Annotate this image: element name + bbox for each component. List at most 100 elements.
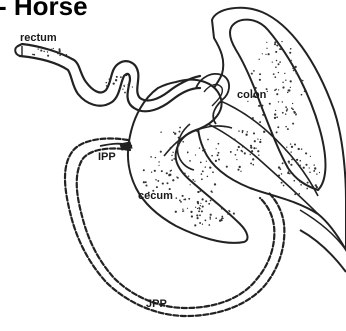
stipple-dot (208, 224, 210, 226)
stipple-dot (289, 52, 291, 54)
stipple-dot (201, 210, 203, 212)
stipple-dot (198, 207, 200, 209)
label-colon: colon (237, 89, 266, 101)
stipple-dot (200, 205, 201, 206)
stipple-dot (170, 147, 171, 148)
stipple-dot (218, 159, 220, 161)
stipple-dot (200, 203, 201, 204)
stipple-dot (253, 70, 255, 72)
stipple-dot (194, 224, 196, 226)
stipple-dot (145, 181, 147, 183)
stipple-dot (272, 61, 273, 62)
stipple-dot (259, 141, 261, 143)
stipple-dot (215, 217, 217, 219)
stipple-dot (234, 139, 236, 141)
stipple-dot (187, 124, 189, 126)
stipple-dot (287, 128, 289, 130)
stipple-dot (276, 131, 278, 133)
stipple-dot (250, 162, 252, 164)
stipple-dot (275, 110, 276, 111)
stipple-dot (184, 172, 186, 174)
stipple-dot (300, 184, 302, 186)
stipple-dot (237, 149, 239, 151)
stipple-dot (279, 61, 281, 63)
stipple-dot (295, 66, 297, 68)
stipple-dot (176, 176, 177, 177)
stipple-dot (221, 208, 223, 210)
stipple-dot (299, 181, 301, 183)
stipple-dot (280, 48, 282, 50)
stipple-dot (47, 55, 49, 57)
stipple-dot (202, 150, 204, 152)
stipple-dot (207, 139, 209, 141)
stipple-dot (132, 86, 133, 87)
stipple-dot (123, 85, 124, 86)
stipple-dot (253, 147, 255, 149)
stipple-dot (265, 54, 266, 55)
stipple-dot (43, 51, 45, 53)
stipple-dot (207, 176, 209, 178)
stipple-dot (301, 148, 302, 149)
stipple-dot (210, 218, 212, 220)
stipple-dot (236, 159, 237, 160)
stipple-dot (202, 170, 204, 172)
stipple-dot (212, 171, 214, 173)
stipple-dot (290, 48, 292, 50)
stipple-dot (296, 159, 298, 161)
stipple-dot (145, 184, 147, 186)
stipple-dot (282, 86, 284, 88)
stipple-dot (174, 133, 176, 135)
stipple-dot (201, 173, 203, 175)
stipple-dot (196, 131, 197, 132)
stipple-dot (166, 172, 168, 174)
stipple-dot (180, 201, 182, 203)
stipple-dot (269, 103, 271, 105)
stipple-dot (286, 110, 288, 112)
stipple-dot (158, 165, 159, 166)
stipple-dot (160, 131, 161, 132)
stipple-dot (59, 55, 61, 57)
stipple-dot (250, 145, 252, 147)
stipple-dot (204, 149, 206, 151)
stipple-dot (282, 101, 283, 102)
stipple-dot (289, 173, 290, 174)
stipple-dot (170, 170, 172, 172)
stipple-dot (303, 167, 305, 169)
stipple-dot (260, 139, 261, 140)
stipple-dot (155, 179, 157, 181)
stipple-dot (179, 127, 181, 129)
stipple-dot (53, 48, 54, 49)
stipple-dot (276, 44, 278, 46)
stipple-dot (251, 150, 253, 152)
label-ipp: IPP (98, 151, 116, 163)
stipple-dot (276, 116, 278, 118)
stipple-dot (177, 144, 179, 146)
stipple-dot (281, 182, 283, 184)
stipple-dot (309, 172, 311, 174)
stipple-dot (106, 85, 108, 87)
stipple-dot (57, 53, 59, 55)
stipple-dot (182, 195, 184, 197)
stipple-dot (298, 148, 300, 150)
stipple-dot (179, 199, 181, 201)
stipple-dot (205, 166, 206, 167)
stipple-dot (302, 80, 303, 81)
stipple-dot (216, 148, 217, 149)
stipple-dot (157, 180, 159, 182)
stipple-dot (282, 162, 284, 164)
stipple-dot (215, 202, 217, 204)
stipple-dot (262, 53, 263, 54)
stipple-dot (230, 151, 232, 153)
stipple-dot (197, 201, 199, 203)
stipple-dot (66, 54, 67, 55)
stipple-dot (58, 48, 60, 50)
stipple-dot (192, 179, 194, 181)
stipple-dot (169, 174, 171, 176)
stipple-dot (187, 208, 188, 209)
stipple-dot (151, 172, 152, 173)
stipple-dot (252, 117, 254, 119)
stipple-dot (143, 169, 145, 171)
stipple-dot (267, 91, 268, 92)
stipple-dot (171, 159, 173, 161)
stipple-dot (278, 72, 279, 73)
